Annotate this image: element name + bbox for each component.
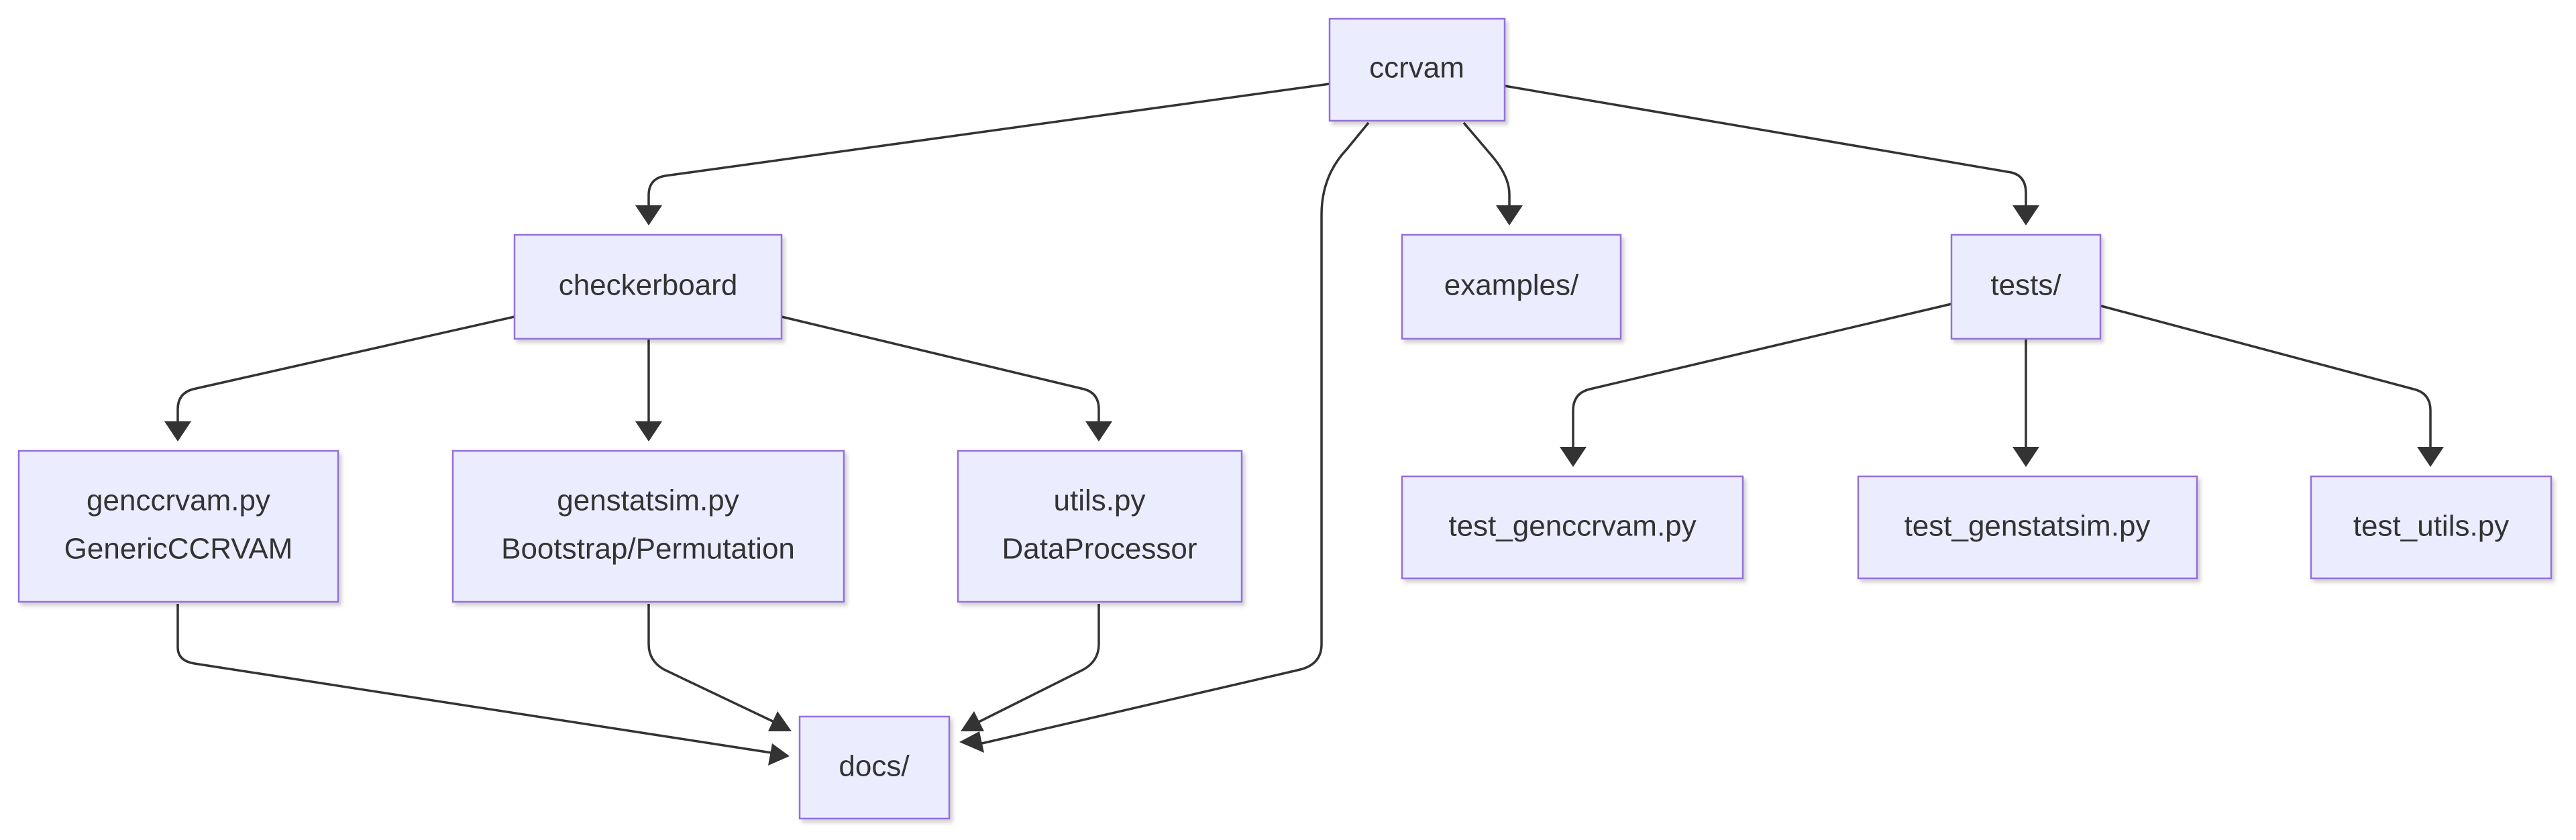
node-ccrvam[interactable]: ccrvam: [1328, 17, 1506, 122]
arrowhead-docs-from-ccrvam: [959, 731, 984, 753]
edge-genccrvam-docs: [176, 604, 772, 754]
edge-tests-test-genccrvam: [1572, 303, 1952, 448]
node-genstatsim-line1: genstatsim.py: [557, 484, 739, 517]
node-ccrvam-label: ccrvam: [1369, 52, 1464, 85]
node-utils-line2: DataProcessor: [1002, 533, 1197, 566]
node-test-utils-label: test_utils.py: [2353, 510, 2509, 543]
node-genstatsim[interactable]: genstatsim.py Bootstrap/Permutation: [451, 450, 845, 603]
arrowhead-docs-from-genstatsim: [768, 711, 792, 731]
arrowhead-docs-from-utils: [961, 711, 984, 731]
node-utils-line1: utils.py: [1054, 484, 1146, 517]
arrowhead-test-genccrvam: [1560, 447, 1587, 467]
node-test-genstatsim[interactable]: test_genstatsim.py: [1857, 475, 2198, 580]
node-genccrvam-line2: GenericCCRVAM: [64, 533, 293, 566]
arrowhead-test-genstatsim: [2012, 447, 2039, 467]
node-test-genccrvam-label: test_genccrvam.py: [1448, 510, 1696, 543]
node-genstatsim-line2: Bootstrap/Permutation: [501, 533, 795, 566]
node-test-genstatsim-label: test_genstatsim.py: [1904, 510, 2151, 543]
arrowhead-test-utils: [2417, 447, 2444, 467]
node-genccrvam-line1: genccrvam.py: [87, 484, 270, 517]
edge-ccrvam-docs: [975, 121, 1370, 746]
node-genccrvam[interactable]: genccrvam.py GenericCCRVAM: [17, 450, 339, 603]
edges: [164, 83, 2444, 766]
arrowhead-genccrvam: [164, 421, 191, 441]
edge-ccrvam-tests: [1504, 85, 2027, 207]
arrowhead-tests: [2012, 205, 2039, 225]
arrowhead-checkerboard: [635, 205, 662, 225]
node-examples[interactable]: examples/: [1401, 233, 1622, 340]
edge-ccrvam-examples: [1462, 121, 1511, 207]
edge-utils-docs: [975, 604, 1100, 725]
node-docs-label: docs/: [839, 750, 910, 783]
node-docs[interactable]: docs/: [798, 715, 951, 820]
arrowhead-examples: [1496, 205, 1523, 225]
node-checkerboard[interactable]: checkerboard: [513, 233, 783, 340]
node-utils[interactable]: utils.py DataProcessor: [957, 450, 1243, 603]
node-tests[interactable]: tests/: [1950, 233, 2102, 340]
node-checkerboard-label: checkerboard: [559, 269, 738, 302]
edge-ccrvam-checkerboard: [647, 83, 1330, 207]
arrowhead-utils: [1085, 421, 1112, 441]
edge-tests-test-utils: [2100, 305, 2432, 448]
node-tests-label: tests/: [1990, 269, 2061, 302]
edge-checkerboard-genccrvam: [176, 315, 515, 423]
edge-checkerboard-utils: [781, 315, 1100, 423]
node-test-genccrvam[interactable]: test_genccrvam.py: [1401, 475, 1744, 580]
nodes: ccrvam checkerboard examples/ tests/ gen…: [17, 17, 2553, 820]
node-examples-label: examples/: [1444, 269, 1579, 302]
edge-genstatsim-docs: [647, 604, 777, 725]
arrowhead-genstatsim: [635, 421, 662, 441]
node-test-utils[interactable]: test_utils.py: [2310, 475, 2553, 580]
arrowhead-docs-from-genccrvam: [768, 743, 790, 766]
